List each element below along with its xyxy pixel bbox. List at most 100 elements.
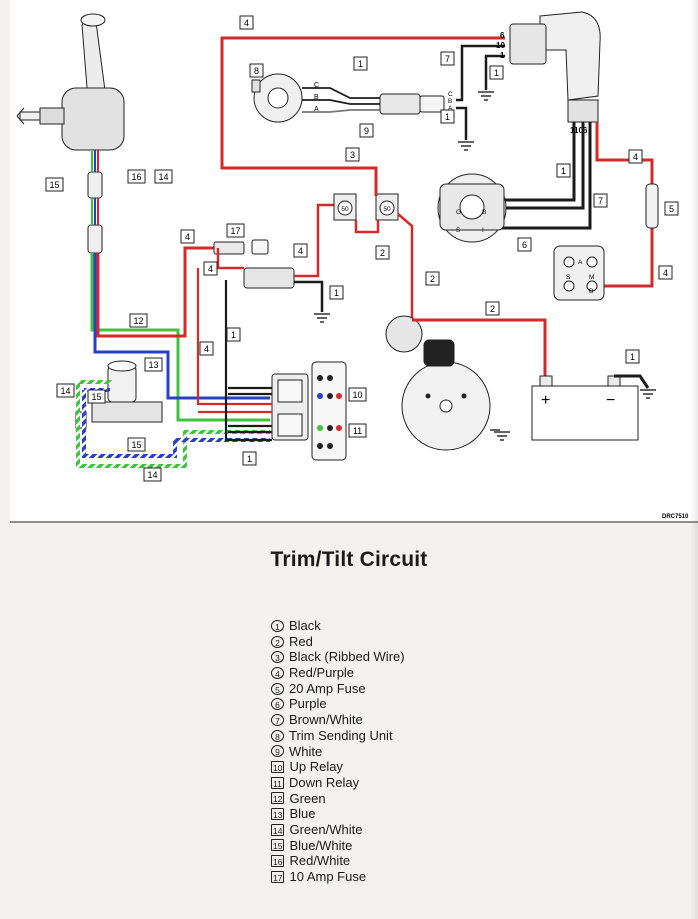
circuit-breaker-right xyxy=(375,193,399,221)
black-wire-battery-ground xyxy=(614,374,650,389)
legend-label: White xyxy=(289,743,323,759)
callout-box xyxy=(239,15,254,30)
breaker-left-rating: 50 xyxy=(341,206,349,213)
plug-c-label: C xyxy=(448,91,453,98)
legend-label: 20 Amp Fuse xyxy=(289,680,366,696)
switch-g-label: G xyxy=(456,209,461,216)
ground-symbol-sender xyxy=(458,91,494,151)
callout-box xyxy=(440,109,455,124)
callout-box xyxy=(348,387,367,402)
callout-number: 4 xyxy=(185,232,190,242)
callout-box xyxy=(359,123,374,138)
breaker-right-rating: 50 xyxy=(383,206,391,213)
legend-number: 1 xyxy=(271,619,284,632)
callout-number: 11 xyxy=(353,426,362,436)
callout-number: 7 xyxy=(445,54,450,64)
ground-symbol-starter xyxy=(490,429,510,441)
callout-box xyxy=(56,383,75,398)
black-wire-sender xyxy=(456,106,468,140)
callout-box xyxy=(87,389,106,404)
legend-label: Down Relay xyxy=(289,774,360,790)
callout-number: 8 xyxy=(254,66,259,76)
callout-number: 15 xyxy=(49,180,59,190)
callout-number: 2 xyxy=(430,274,435,284)
callout-box xyxy=(226,327,241,342)
red-purple-wire-top xyxy=(220,36,505,196)
callout-number: 2 xyxy=(380,248,385,258)
black-ground-run xyxy=(224,280,272,442)
callout-number: 14 xyxy=(158,172,168,182)
green-white-wire xyxy=(76,382,270,468)
fuse-20a xyxy=(645,183,659,229)
callout-number: 15 xyxy=(91,392,101,402)
legend-number: 9 xyxy=(271,745,284,758)
diagram-title: Trim/Tilt Circuit xyxy=(270,548,428,571)
legend-number: 6 xyxy=(271,698,284,711)
callout-number: 4 xyxy=(208,264,213,274)
blue-white-wire xyxy=(82,390,270,458)
callout-box xyxy=(556,163,571,178)
ignition-switch xyxy=(437,173,507,243)
callout-box xyxy=(353,56,368,71)
callout-number: 9 xyxy=(364,126,369,136)
legend-number: 13 xyxy=(271,808,285,821)
legend-item: 13 Blue xyxy=(271,806,405,822)
harness-pin-1: 1 xyxy=(500,51,505,60)
callout-box xyxy=(375,245,390,260)
fuse-holder-10a xyxy=(213,239,295,289)
callout-number: 1 xyxy=(630,352,635,362)
red-wire-breaker-link xyxy=(354,220,380,234)
callout-box xyxy=(489,65,504,80)
callout-box xyxy=(345,147,360,162)
legend-number: 12 xyxy=(271,792,285,805)
plug-b-label: B xyxy=(448,98,452,105)
callout-box xyxy=(249,63,264,78)
callout-number: 6 xyxy=(522,240,527,250)
relay-black-wire-up xyxy=(228,386,272,396)
trim-pump-motor xyxy=(75,360,163,429)
legend-number: 8 xyxy=(271,729,284,742)
legend-number: 5 xyxy=(271,682,284,695)
circuit-breaker-left xyxy=(333,193,357,221)
callout-number: 3 xyxy=(350,150,355,160)
sender-leads xyxy=(302,87,380,113)
legend-item: 11 Down Relay xyxy=(271,775,405,791)
legend-item: 5 20 Amp Fuse xyxy=(271,681,405,697)
plug-a-label: A xyxy=(448,105,453,112)
legend-number: 7 xyxy=(271,713,284,726)
legend-label: Red/Purple xyxy=(289,665,355,681)
legend-label: Green/White xyxy=(289,821,363,837)
solenoid-a-label: A xyxy=(578,259,583,266)
callout-box xyxy=(425,271,440,286)
callout-number: 13 xyxy=(148,360,158,370)
callout-box xyxy=(593,193,608,208)
red-purple-wire-fuse20 xyxy=(595,122,654,288)
callout-box xyxy=(144,357,163,372)
callout-box xyxy=(199,341,214,356)
legend-number: 16 xyxy=(271,855,285,868)
legend-number: 10 xyxy=(271,761,285,774)
callout-number: 1 xyxy=(247,454,252,464)
callout-number: 4 xyxy=(244,18,249,28)
legend-number: 14 xyxy=(271,823,285,836)
callout-number: 5 xyxy=(669,204,674,214)
callout-number: 17 xyxy=(230,226,240,236)
callout-number: 4 xyxy=(633,152,638,162)
battery-minus: − xyxy=(606,392,615,409)
callout-box xyxy=(348,423,367,438)
blue-wire xyxy=(93,253,270,400)
legend-label: Blue xyxy=(289,806,316,822)
wiring-diagram: 50 50 C B A C B A 6 10 1 1106 xyxy=(10,0,698,523)
relay-black-wire-down xyxy=(228,424,272,434)
legend-number: 11 xyxy=(271,776,284,789)
callout-box xyxy=(154,169,173,184)
